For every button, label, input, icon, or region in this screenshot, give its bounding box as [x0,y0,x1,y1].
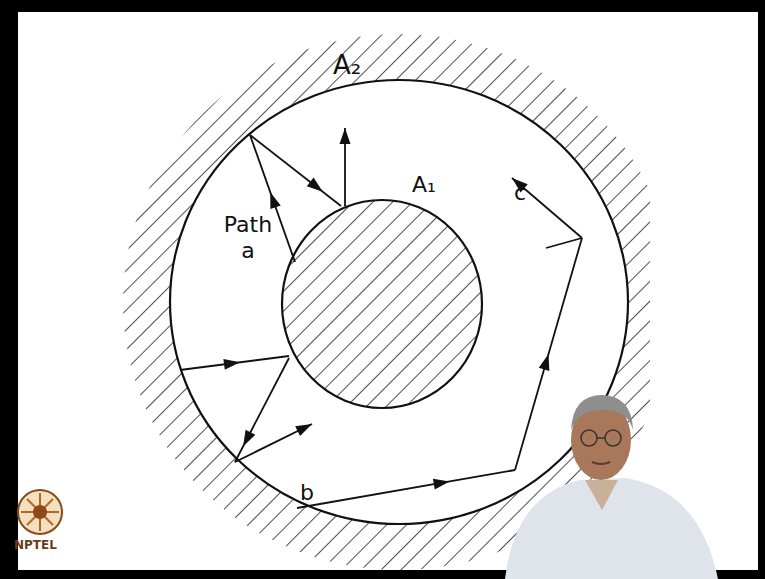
ray-line [235,358,289,462]
arrowhead [340,128,351,144]
path-label: c [514,180,526,206]
arrowhead [307,178,323,192]
lecturer-figure [505,395,718,579]
arrowhead [433,479,450,490]
arrowhead [243,430,255,447]
ray-line [512,178,582,238]
arrowhead [539,354,550,371]
ray-line [180,356,289,370]
arrowhead [295,424,312,436]
ray-line [546,238,582,248]
logo-text: NPTEL [14,538,57,552]
ray-line [250,135,341,206]
arrowhead [223,359,240,370]
path-label: b [300,480,314,506]
ray-line [235,424,312,462]
nptel-logo [18,490,62,534]
area-label: A₂ [333,50,361,81]
ray-line [250,135,295,262]
path-label: Path a [218,212,278,265]
area-label: A₁ [412,172,436,198]
ray-line [297,470,515,508]
arrowhead [270,192,281,209]
